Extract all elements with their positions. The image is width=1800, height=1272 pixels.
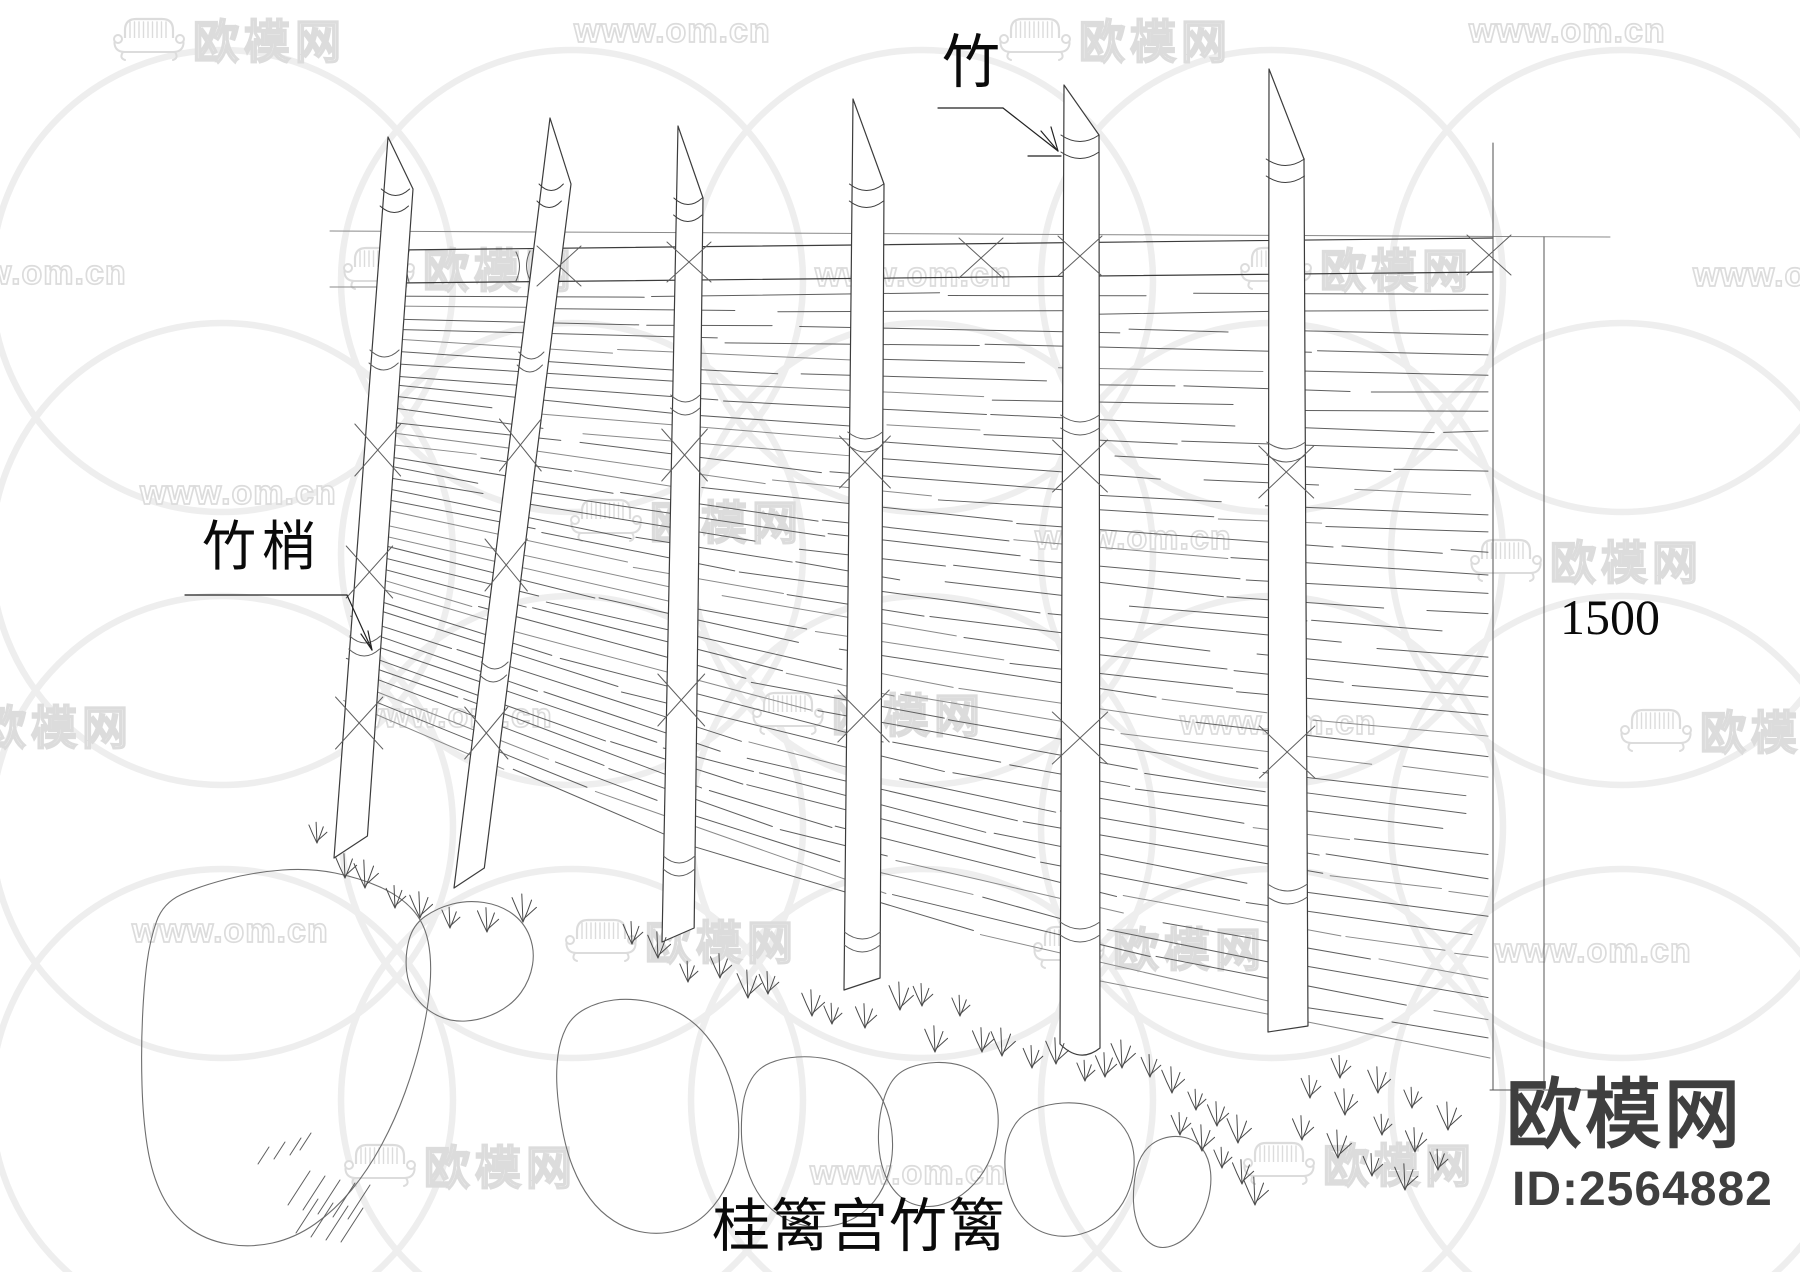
drawing-title: 桂篱宫竹篱 bbox=[712, 1194, 1008, 1259]
svg-text:www.om.cn: www.om.cn bbox=[131, 912, 329, 950]
svg-text:www.om.cn: www.om.cn bbox=[0, 254, 127, 292]
site-logo-id: ID:2564882 bbox=[1512, 1163, 1773, 1216]
label-bamboo: 竹 bbox=[942, 30, 1001, 95]
svg-text:www.om.cn: www.om.cn bbox=[1468, 12, 1666, 50]
svg-text:欧模网: 欧模网 bbox=[193, 16, 346, 68]
grass bbox=[308, 821, 1462, 1206]
sofa-icon bbox=[113, 17, 185, 61]
svg-text:欧模网: 欧模网 bbox=[1323, 1140, 1476, 1192]
svg-text:欧模网: 欧模网 bbox=[0, 702, 133, 754]
svg-text:www.om.cn: www.om.cn bbox=[573, 12, 771, 50]
sofa-icon bbox=[570, 498, 642, 542]
watermark-layer: 欧模网 www.om.cn 欧模网 www.om.cn www.om.cn 欧模网 www.… bbox=[0, 11, 1800, 1195]
svg-text:欧模网: 欧模网 bbox=[1700, 707, 1800, 759]
svg-text:欧模网: 欧模网 bbox=[1079, 16, 1232, 68]
bamboo-posts bbox=[333, 68, 1309, 1056]
sofa-icon bbox=[565, 918, 637, 962]
svg-text:欧模网: 欧模网 bbox=[1113, 924, 1266, 976]
sofa-icon bbox=[1243, 1141, 1315, 1185]
sofa-icon bbox=[752, 691, 824, 735]
rope-ties bbox=[335, 234, 1512, 779]
svg-text:www.om.cn: www.om.cn bbox=[1494, 932, 1692, 970]
svg-text:www.om.cn: www.om.cn bbox=[1692, 256, 1800, 294]
bamboo-fence bbox=[329, 142, 1611, 1091]
svg-text:欧模网: 欧模网 bbox=[1320, 245, 1473, 297]
dimension-lines bbox=[1489, 236, 1601, 1091]
sofa-icon bbox=[344, 1143, 416, 1187]
svg-text:欧模网: 欧模网 bbox=[424, 1142, 577, 1194]
svg-text:www.om.cn: www.om.cn bbox=[139, 474, 337, 512]
label-bamboo-tip: 竹梢 bbox=[202, 517, 322, 577]
dimension-value-1500: 1500 bbox=[1560, 589, 1660, 645]
svg-text:欧模网: 欧模网 bbox=[1550, 537, 1703, 589]
rocks bbox=[141, 868, 1212, 1249]
sofa-icon bbox=[1620, 708, 1692, 752]
site-logo-text: 欧模网 bbox=[1506, 1073, 1743, 1158]
svg-text:www.om.cn: www.om.cn bbox=[809, 1154, 1007, 1192]
svg-text:www.om.cn: www.om.cn bbox=[355, 697, 553, 735]
annotation-leaders bbox=[184, 107, 1062, 651]
svg-text:www.om.cn: www.om.cn bbox=[814, 256, 1012, 294]
sofa-icon bbox=[999, 17, 1071, 61]
